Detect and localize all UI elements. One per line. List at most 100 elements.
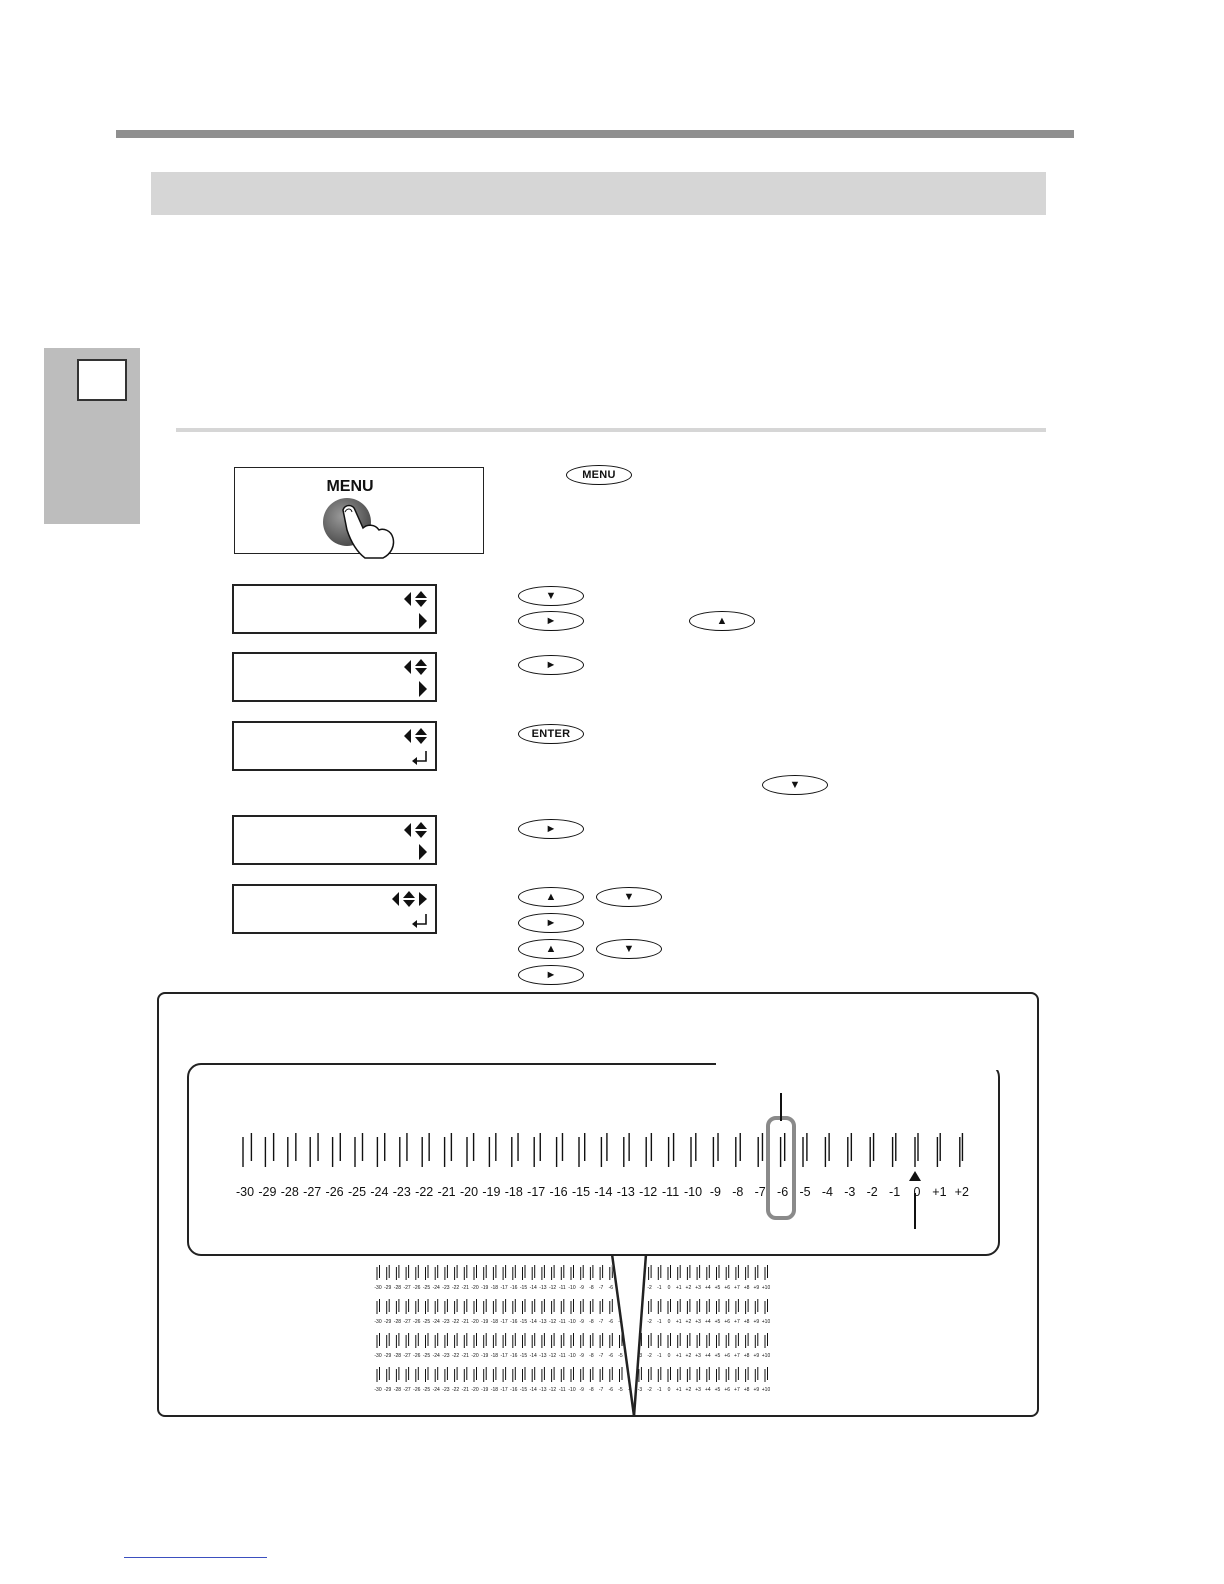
pattern-label: -12	[549, 1353, 556, 1359]
pattern-label: +9	[753, 1285, 759, 1291]
scale-tick--19	[488, 1133, 497, 1167]
pattern-label: -19	[481, 1285, 488, 1291]
right-icon	[419, 844, 427, 860]
lcd-screen-step-4	[232, 721, 437, 771]
scale-tick-+2	[959, 1133, 964, 1167]
pattern-label: -26	[413, 1319, 420, 1325]
scale-label: +2	[955, 1185, 969, 1199]
lcd-screen-step-3	[232, 652, 437, 702]
pattern-label: -14	[530, 1387, 537, 1393]
pattern-label: -18	[491, 1285, 498, 1291]
pattern-label: -12	[549, 1319, 556, 1325]
printed-test-pattern: -30-29-28-27-26-25-24-23-22-21-20-19-18-…	[374, 1265, 770, 1393]
left-updown-icon	[404, 659, 427, 675]
pattern-label: -16	[510, 1319, 517, 1325]
scale-tick--22	[421, 1133, 430, 1167]
pattern-label: -16	[510, 1387, 517, 1393]
scale-tick--14	[600, 1133, 608, 1167]
pattern-label: -29	[384, 1387, 391, 1393]
pattern-label: -20	[471, 1285, 478, 1291]
pattern-label: +1	[676, 1319, 682, 1325]
zero-marker-icon	[909, 1171, 921, 1181]
pattern-label: -29	[384, 1353, 391, 1359]
scale-tick--6	[779, 1133, 786, 1167]
pattern-label: +8	[744, 1353, 750, 1359]
pattern-label: -9	[579, 1319, 584, 1325]
scale-label: -8	[732, 1185, 743, 1199]
pattern-label: +7	[734, 1387, 740, 1393]
pattern-label: +7	[734, 1353, 740, 1359]
scale-label: -5	[799, 1185, 810, 1199]
pattern-label: -24	[433, 1285, 440, 1291]
section-title-band	[151, 172, 1046, 215]
pattern-label: +2	[686, 1387, 692, 1393]
scale-label: -26	[326, 1185, 344, 1199]
pattern-label: -26	[413, 1353, 420, 1359]
pattern-label: -21	[462, 1353, 469, 1359]
pattern-label: -3	[638, 1353, 643, 1359]
right-arrow-key: ►	[518, 965, 584, 985]
scale-tick--10	[690, 1133, 697, 1167]
pattern-label: -20	[471, 1353, 478, 1359]
pattern-label: -11	[559, 1319, 566, 1325]
pattern-label: +9	[753, 1319, 759, 1325]
pattern-label: -6	[609, 1319, 614, 1325]
scale-label: -16	[550, 1185, 568, 1199]
pattern-label: -3	[638, 1387, 643, 1393]
pattern-label: -2	[647, 1387, 652, 1393]
pattern-label: -18	[491, 1319, 498, 1325]
pattern-label: +3	[695, 1285, 701, 1291]
left-updown-icon	[404, 822, 427, 838]
scale-label: -19	[482, 1185, 500, 1199]
pattern-label: -7	[599, 1285, 604, 1291]
pattern-label: -17	[500, 1285, 507, 1291]
scale-label: -21	[438, 1185, 456, 1199]
pattern-label: +6	[724, 1319, 730, 1325]
scale-tick--28	[287, 1133, 297, 1167]
pattern-label: -22	[452, 1353, 459, 1359]
pattern-label: -23	[442, 1353, 449, 1359]
pattern-label: -30	[374, 1319, 381, 1325]
scale-tick-0	[914, 1133, 919, 1167]
scale-tick--12	[645, 1133, 653, 1167]
pattern-label: +4	[705, 1353, 711, 1359]
down-arrow-icon: ▼	[789, 778, 801, 791]
callout-gap	[716, 1058, 1002, 1070]
pattern-label: -30	[374, 1285, 381, 1291]
pattern-label: +3	[695, 1319, 701, 1325]
pattern-row: -30-29-28-27-26-25-24-23-22-21-20-19-18-…	[374, 1299, 770, 1325]
scale-label: -17	[527, 1185, 545, 1199]
pattern-label: -2	[647, 1353, 652, 1359]
pattern-row: -30-29-28-27-26-25-24-23-22-21-20-19-18-…	[374, 1367, 770, 1393]
pattern-label: -15	[520, 1285, 527, 1291]
pattern-label: +1	[676, 1285, 682, 1291]
pattern-label: +8	[744, 1319, 750, 1325]
scale-tick--26	[331, 1133, 341, 1167]
pattern-label: -16	[510, 1285, 517, 1291]
scale-label: -4	[822, 1185, 833, 1199]
enter-key: ENTER	[518, 724, 584, 744]
scale-tick--25	[354, 1133, 364, 1167]
pattern-label: +4	[705, 1285, 711, 1291]
pattern-label: -23	[442, 1319, 449, 1325]
pattern-label: -25	[423, 1285, 430, 1291]
zoomed-scale-callout	[187, 1063, 1000, 1256]
pattern-row: -30-29-28-27-26-25-24-23-22-21-20-19-18-…	[374, 1333, 770, 1359]
right-arrow-icon: ►	[545, 658, 557, 671]
pattern-label: -21	[462, 1387, 469, 1393]
pattern-label: +9	[753, 1387, 759, 1393]
pattern-label: +1	[676, 1353, 682, 1359]
pattern-label: -20	[471, 1319, 478, 1325]
pattern-label: -2	[647, 1285, 652, 1291]
scale-label: -9	[710, 1185, 721, 1199]
scale-label: -3	[844, 1185, 855, 1199]
scale-label: -6	[777, 1185, 788, 1199]
pattern-label: -6	[609, 1285, 614, 1291]
pattern-label: -5	[618, 1387, 623, 1393]
pattern-label: -5	[618, 1353, 623, 1359]
menu-panel-label: MENU	[326, 478, 374, 495]
pattern-label: -1	[657, 1319, 662, 1325]
pattern-label: -30	[374, 1353, 381, 1359]
scale-label: -25	[348, 1185, 366, 1199]
pattern-label: +2	[686, 1353, 692, 1359]
